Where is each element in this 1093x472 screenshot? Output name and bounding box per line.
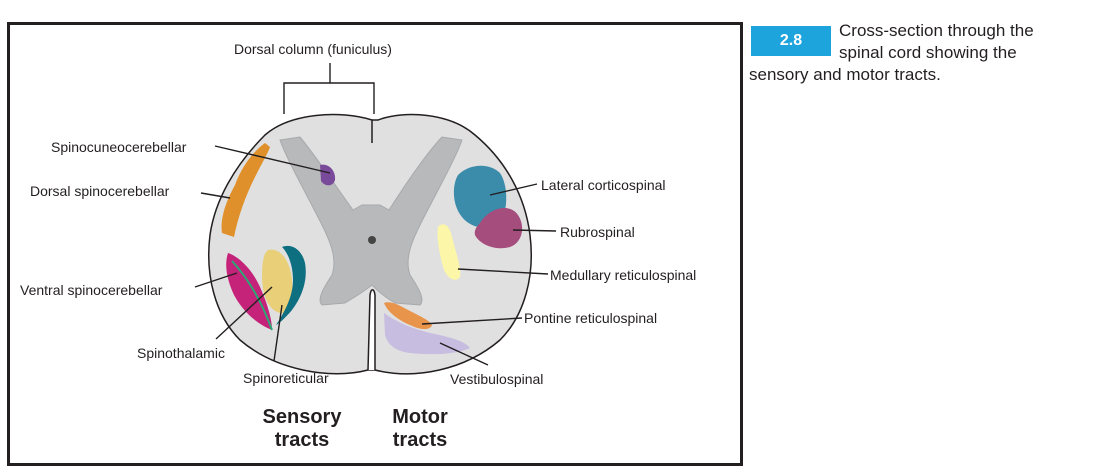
figure-number-badge: 2.8 bbox=[751, 26, 831, 56]
label-lateral-corticospinal: Lateral corticospinal bbox=[541, 177, 666, 193]
label-vestibulospinal: Vestibulospinal bbox=[450, 371, 543, 387]
tract-spinothalamic bbox=[262, 249, 293, 314]
tract-dorsal-spinocerebellar bbox=[221, 143, 270, 237]
label-dorsal-column: Dorsal column (funiculus) bbox=[234, 41, 392, 57]
caption-indent bbox=[749, 20, 839, 62]
leader-spinocuneocerebellar bbox=[214, 145, 331, 174]
tract-spinocuneocerebellar bbox=[320, 164, 336, 186]
tract-pontine-reticulospinal bbox=[384, 302, 432, 330]
tract-rubrospinal bbox=[474, 208, 523, 249]
ventral-median-fissure bbox=[367, 289, 376, 371]
leader-lateral-corticospinal bbox=[489, 183, 538, 196]
caption-text: Cross-section through the spinal cord sh… bbox=[749, 21, 1034, 84]
leader-rubrospinal bbox=[512, 229, 557, 232]
leader-spinothalamic bbox=[215, 286, 273, 340]
leader-spinoreticular bbox=[273, 304, 283, 362]
tract-medullary-reticulospinal bbox=[437, 224, 461, 280]
label-dorsal-spinocerebellar: Dorsal spinocerebellar bbox=[30, 183, 170, 199]
label-pontine-reticulospinal: Pontine reticulospinal bbox=[524, 310, 657, 326]
label-spinoreticular: Spinoreticular bbox=[243, 370, 329, 386]
leader-vestibulospinal bbox=[439, 342, 489, 366]
central-canal bbox=[368, 236, 376, 244]
dorsal-column-bracket bbox=[283, 63, 375, 114]
leader-medullary-reticulospinal bbox=[457, 268, 549, 275]
tract-ventral-spinocerebellar bbox=[226, 253, 272, 330]
label-rubrospinal: Rubrospinal bbox=[560, 224, 635, 240]
leader-ventral-spinocerebellar bbox=[194, 272, 238, 288]
label-ventral-spinocerebellar: Ventral spinocerebellar bbox=[20, 282, 163, 298]
leader-dorsal-spinocerebellar bbox=[200, 192, 231, 199]
figure-number: 2.8 bbox=[779, 32, 803, 49]
tract-spinoreticular bbox=[276, 245, 306, 325]
leader-pontine-reticulospinal bbox=[421, 317, 523, 325]
label-motor-line2: tracts bbox=[393, 429, 447, 451]
label-sensory-line1: Sensory bbox=[263, 406, 343, 428]
spinal-cord-diagram: Dorsal column (funiculus) Spinocuneocere… bbox=[20, 41, 696, 451]
label-motor-line1: Motor bbox=[392, 406, 448, 428]
tract-ventral-margin bbox=[231, 260, 273, 331]
label-medullary-reticulospinal: Medullary reticulospinal bbox=[550, 267, 696, 283]
label-sensory-line2: tracts bbox=[275, 429, 329, 451]
label-spinocuneocerebellar: Spinocuneocerebellar bbox=[51, 139, 187, 155]
figure-caption: Cross-section through the spinal cord sh… bbox=[749, 20, 1079, 86]
tract-vestibulospinal bbox=[384, 313, 470, 355]
figure-frame: Dorsal column (funiculus) Spinocuneocere… bbox=[7, 22, 743, 466]
label-spinothalamic: Spinothalamic bbox=[137, 345, 225, 361]
